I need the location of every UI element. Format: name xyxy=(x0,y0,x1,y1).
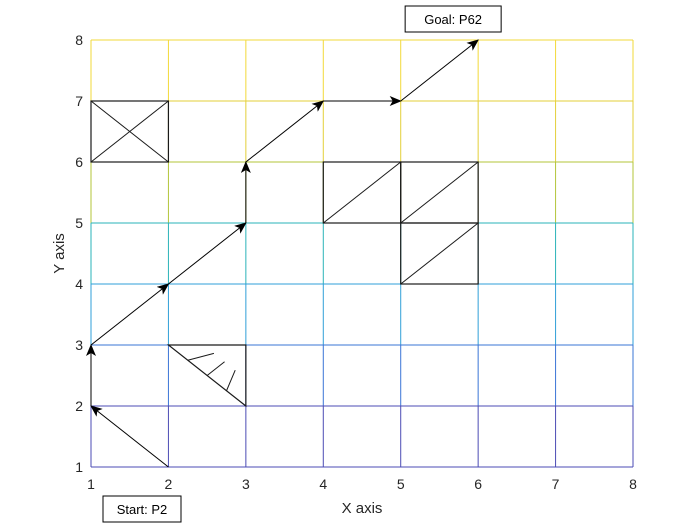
x-tick-label: 4 xyxy=(319,476,327,492)
y-tick-label: 1 xyxy=(75,459,83,475)
obstacle-cell xyxy=(90,100,170,163)
y-tick-label: 6 xyxy=(75,154,83,170)
y-tick-label: 2 xyxy=(75,398,83,414)
tick-labels: 1 2 3 4 5 6 7 8 1 2 3 4 5 6 7 8 xyxy=(75,32,637,492)
x-tick-label: 2 xyxy=(165,476,173,492)
obstacle-diagonal xyxy=(400,222,479,285)
path-arrows xyxy=(86,39,479,468)
obstacle-hatch xyxy=(206,361,225,376)
x-tick-label: 1 xyxy=(87,476,95,492)
x-axis-label: X axis xyxy=(342,500,383,517)
x-tick-label: 3 xyxy=(242,476,250,492)
obstacle-diagonal xyxy=(90,100,169,163)
start-callout: Start: P2 xyxy=(102,495,182,523)
obstacle-hatch xyxy=(226,369,236,391)
goal-callout-box xyxy=(404,5,502,33)
path-arrow xyxy=(245,100,325,163)
y-tick-label: 3 xyxy=(75,337,83,353)
obstacle-diagonal xyxy=(322,161,402,224)
goal-callout: Goal: P62 xyxy=(404,5,502,33)
path-arrow xyxy=(168,222,247,285)
path-arrow xyxy=(90,405,169,468)
obstacles xyxy=(90,100,479,408)
y-tick-label: 5 xyxy=(75,215,83,231)
obstacle-cell xyxy=(400,222,479,285)
y-tick-label: 4 xyxy=(75,276,83,292)
grid-lines xyxy=(90,39,634,468)
y-axis-label: Y axis xyxy=(51,233,68,274)
y-tick-label: 8 xyxy=(75,32,83,48)
start-callout-box xyxy=(102,495,182,523)
x-tick-label: 7 xyxy=(552,476,560,492)
goal-callout-text: Goal: P62 xyxy=(424,12,482,27)
obstacle-diagonal xyxy=(400,161,479,224)
start-callout-text: Start: P2 xyxy=(117,502,168,517)
obstacle-hatch xyxy=(187,352,215,361)
x-tick-label: 8 xyxy=(629,476,637,492)
path-arrow xyxy=(400,39,479,102)
path-arrow xyxy=(90,283,170,346)
x-tick-label: 5 xyxy=(397,476,405,492)
y-tick-label: 7 xyxy=(75,93,83,109)
x-tick-label: 6 xyxy=(474,476,482,492)
